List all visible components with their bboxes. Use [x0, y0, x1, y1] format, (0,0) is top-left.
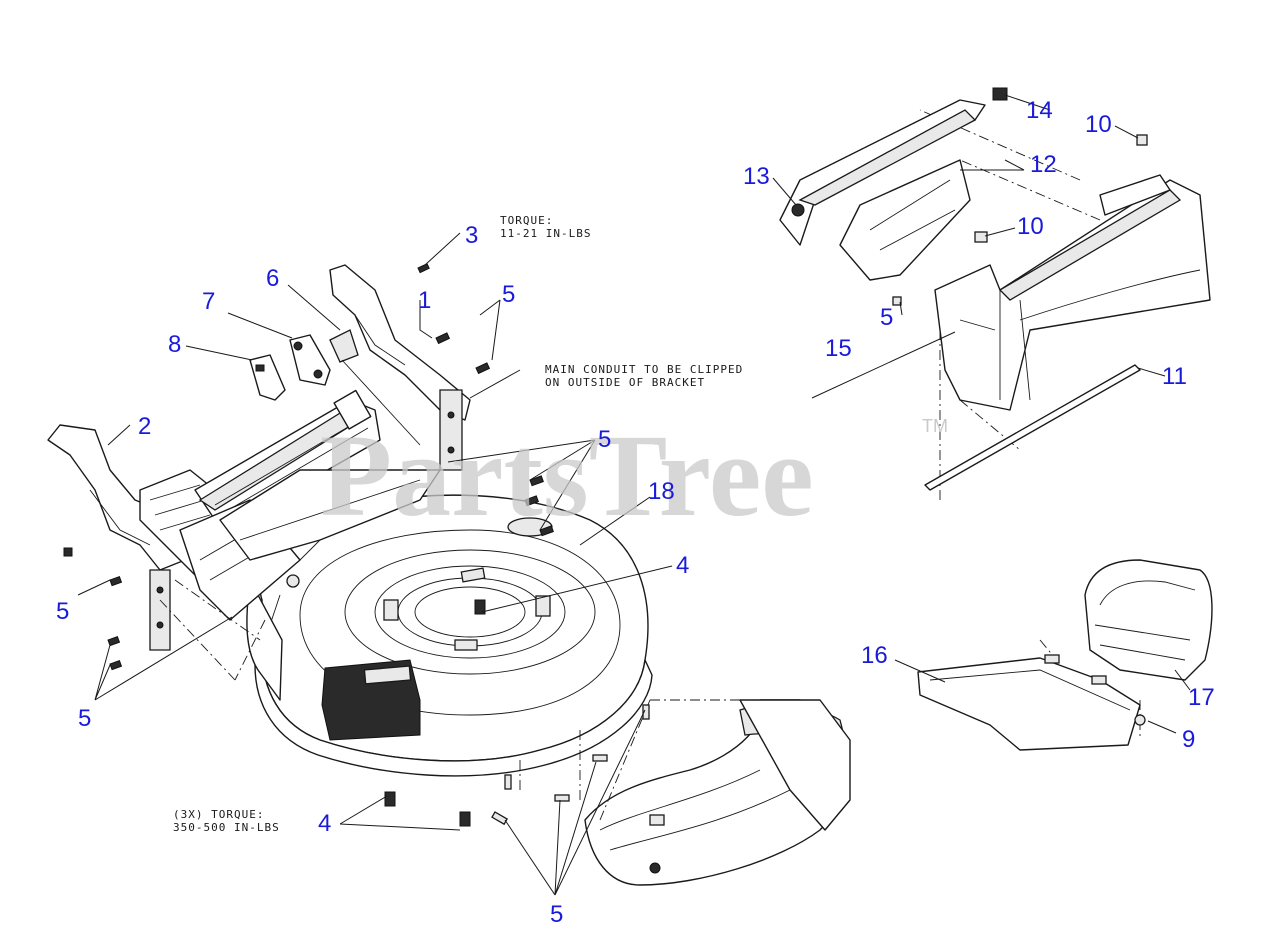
bolt — [459, 811, 471, 827]
side-discharge-chute — [584, 699, 851, 886]
torque-note-bottom-line2: 350-500 IN-LBS — [173, 821, 280, 834]
torque-note-bottom-line1: (3X) TORQUE: — [173, 808, 264, 821]
watermark-brand: PartsTree — [320, 410, 814, 541]
bolt — [474, 599, 486, 615]
callout-10-top[interactable]: 10 — [1085, 111, 1112, 138]
bolt — [109, 575, 123, 587]
callout-14[interactable]: 14 — [1026, 97, 1053, 124]
callout-17[interactable]: 17 — [1188, 684, 1215, 711]
handle-bracket-right — [329, 264, 471, 471]
callout-6[interactable]: 6 — [266, 265, 279, 292]
bolt — [529, 475, 544, 487]
callout-5-door[interactable]: 5 — [880, 304, 893, 331]
callout-5-lower-left[interactable]: 5 — [78, 705, 91, 732]
bolt — [109, 659, 123, 671]
callout-1[interactable]: 1 — [418, 287, 431, 314]
callout-2[interactable]: 2 — [138, 413, 151, 440]
bolt — [63, 547, 73, 557]
bolt — [524, 495, 539, 507]
bolt — [417, 263, 430, 274]
callout-7[interactable]: 7 — [202, 288, 215, 315]
callout-11[interactable]: 11 — [1162, 363, 1187, 390]
bolt — [504, 774, 512, 790]
bolt — [435, 332, 451, 345]
conduit-note-line1: MAIN CONDUIT TO BE CLIPPED — [545, 363, 743, 376]
bolt — [491, 811, 509, 826]
bolt — [384, 791, 396, 807]
rear-door-assembly — [779, 87, 1211, 491]
bolt — [892, 296, 902, 306]
callout-16[interactable]: 16 — [861, 642, 888, 669]
callout-9[interactable]: 9 — [1182, 726, 1195, 753]
torque-note-top-line2: 11-21 IN-LBS — [500, 227, 591, 240]
callout-5-deck-top[interactable]: 5 — [598, 426, 611, 453]
watermark-trademark: TM — [922, 416, 948, 436]
bolt — [642, 704, 650, 720]
bolts-group — [63, 263, 902, 827]
callout-4-bolts[interactable]: 4 — [318, 810, 331, 837]
bolt — [554, 794, 570, 802]
callout-12[interactable]: 12 — [1030, 151, 1057, 178]
mower-deck — [246, 494, 653, 777]
callout-5-bottom[interactable]: 5 — [550, 901, 563, 928]
bolt — [592, 754, 608, 762]
callout-4-deck[interactable]: 4 — [676, 552, 689, 579]
callout-3[interactable]: 3 — [465, 222, 478, 249]
callout-5-left[interactable]: 5 — [56, 598, 69, 625]
callout-10-mid[interactable]: 10 — [1017, 213, 1044, 240]
bolt — [107, 635, 121, 647]
grass-bag-assembly — [917, 559, 1213, 751]
callout-leaders — [77, 94, 1191, 896]
torque-note-top-line1: TORQUE: — [500, 214, 553, 227]
callout-15[interactable]: 15 — [825, 335, 852, 362]
bolt — [475, 362, 491, 375]
rear-axle-housing — [179, 389, 441, 621]
bolt — [539, 525, 554, 537]
callout-5-bracket[interactable]: 5 — [502, 281, 515, 308]
callout-13[interactable]: 13 — [743, 163, 770, 190]
speed-control-parts — [249, 329, 421, 446]
conduit-note-line2: ON OUTSIDE OF BRACKET — [545, 376, 705, 389]
callout-8[interactable]: 8 — [168, 331, 181, 358]
callout-18[interactable]: 18 — [648, 478, 675, 505]
